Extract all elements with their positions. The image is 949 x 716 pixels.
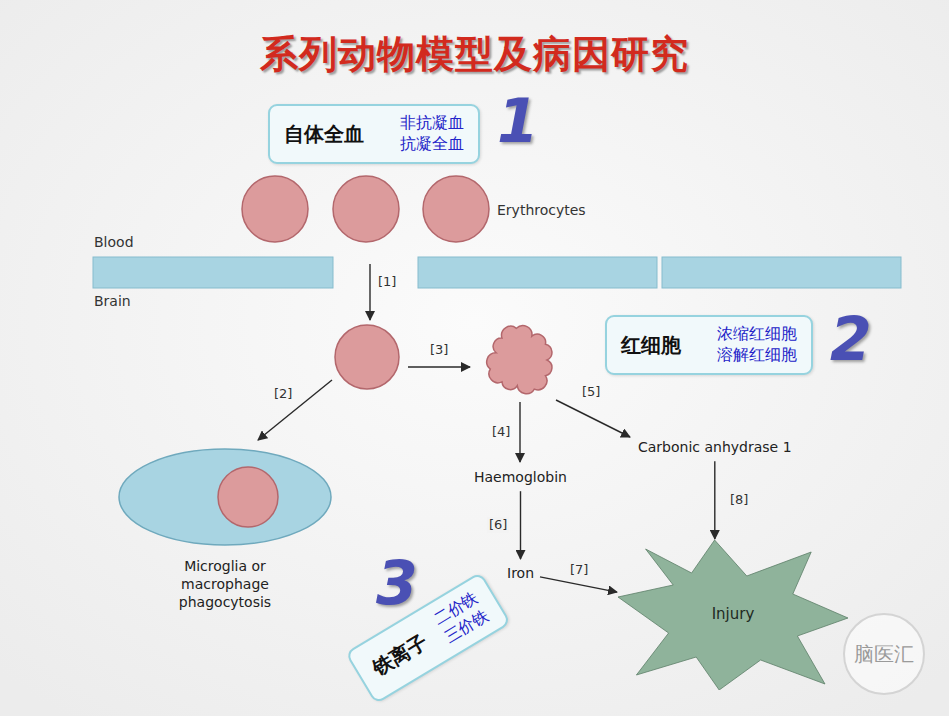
box-subitems: 浓缩红细胞溶解红细胞 (717, 324, 797, 366)
watermark: 脑医汇 (854, 641, 914, 668)
connector (540, 577, 617, 592)
step-number: [5] (582, 384, 600, 399)
edge-label: [7] (568, 562, 590, 578)
phagocyte-shape (117, 447, 333, 549)
box-subitem: 溶解红细胞 (717, 345, 797, 366)
edge-label: [8] (728, 492, 750, 508)
box-heading: 铁离子 (368, 629, 432, 680)
term-text: Haemoglobin (474, 468, 567, 486)
phagocyte-cell: Microglia or macrophage phagocytosis (117, 447, 333, 619)
term-node: Haemoglobin (471, 466, 570, 488)
cell-caption: Microglia or macrophage phagocytosis (165, 557, 285, 612)
connector (520, 491, 521, 559)
step-number: [1] (378, 274, 396, 289)
lysed-erythrocyte (487, 326, 552, 394)
star-outline (618, 540, 848, 690)
step-number: [2] (274, 386, 292, 401)
star-text: Injury (712, 605, 755, 625)
pathway-arrows (258, 264, 630, 462)
callout-number: 3 (376, 548, 418, 618)
step-number: [3] (430, 342, 448, 357)
erythrocyte-in-brain (335, 325, 399, 389)
callout-number: 1 (497, 86, 539, 156)
box-subitem: 抗凝全血 (400, 134, 464, 155)
injury-star: Injury (618, 540, 848, 690)
erythrocytes (242, 176, 489, 242)
term-node: Iron (504, 562, 537, 584)
callout-number: 2 (830, 304, 872, 374)
part-label: Erythrocytes (497, 202, 586, 218)
term-node: Carbonic anhydrase 1 (635, 436, 795, 458)
connector (714, 461, 715, 539)
term-text: Carbonic anhydrase 1 (638, 438, 792, 456)
region-label: Blood (94, 234, 134, 250)
box-subitem: 浓缩红细胞 (717, 324, 797, 345)
title: 系列动物模型及病因研究 (0, 32, 949, 78)
blood-brain-barrier (93, 257, 901, 288)
watermark-badge (844, 614, 924, 694)
term-text: Iron (507, 564, 534, 582)
step-number: [4] (492, 424, 510, 439)
cell-body (119, 449, 331, 545)
edge-label: [6] (487, 517, 509, 533)
region-label: Brain (94, 293, 131, 309)
box-subitems: 二价铁三价铁 (430, 588, 493, 648)
box-subitem: 非抗凝血 (400, 113, 464, 134)
box-subitems: 非抗凝血抗凝全血 (400, 113, 464, 155)
engulfed-erythrocyte (218, 467, 278, 527)
label-box: 自体全血 非抗凝血抗凝全血 (268, 104, 480, 164)
label-box: 红细胞 浓缩红细胞溶解红细胞 (605, 315, 813, 375)
box-heading: 红细胞 (621, 333, 681, 357)
box-heading: 自体全血 (284, 122, 364, 146)
